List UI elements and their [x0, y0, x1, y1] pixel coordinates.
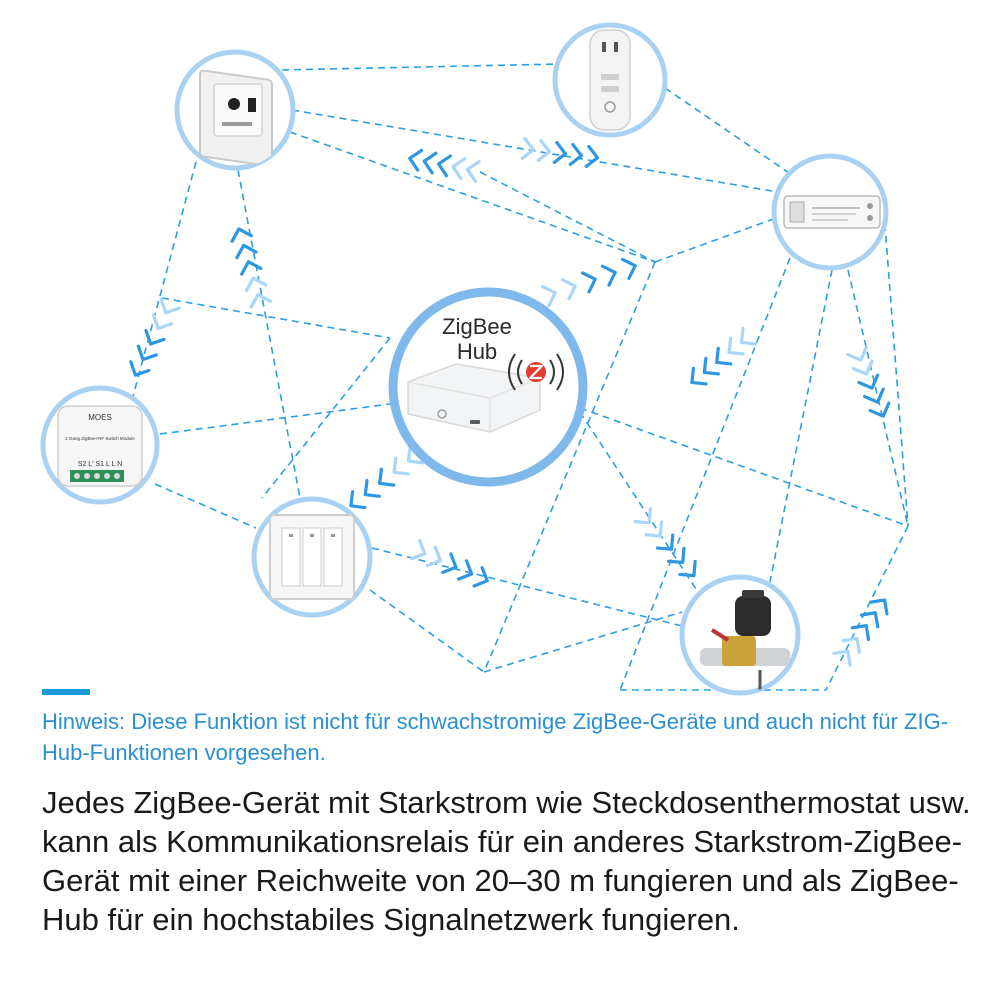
- chevron-arrow: [235, 243, 258, 260]
- chevron-arrow: [230, 227, 253, 243]
- chevron-arrow: [441, 552, 458, 574]
- chevron-arrow: [159, 297, 181, 315]
- wireless-signal-icon: [508, 353, 564, 391]
- chevron-arrow: [644, 520, 664, 538]
- chevron-arrow: [846, 345, 869, 362]
- body-text: Jedes ZigBee-Gerät mit Starkstrom wie St…: [42, 785, 971, 937]
- chevron-arrow: [857, 373, 880, 390]
- module-model-label: 2 Gang ZigBee+RF Switch Module: [65, 436, 135, 441]
- chevron-arrow: [667, 546, 686, 564]
- chevron-arrow: [520, 136, 536, 160]
- chevron-arrow: [422, 151, 438, 175]
- chevron-arrow: [863, 387, 885, 404]
- chevron-arrow: [568, 142, 584, 166]
- chevron-arrow: [144, 328, 166, 346]
- chevron-arrow: [408, 148, 424, 172]
- chevron-arrow: [536, 138, 552, 162]
- chevron-arrow: [552, 140, 568, 164]
- smart-plug-icon: [589, 29, 631, 131]
- chevron-arrow: [584, 144, 600, 168]
- hub-title-line1: ZigBee: [442, 314, 512, 339]
- chevron-arrow: [249, 292, 273, 309]
- light-controller-icon: [783, 195, 881, 229]
- chevron-arrow: [244, 276, 268, 293]
- chevron-arrow: [655, 533, 675, 551]
- module-brand-label: MOES: [88, 413, 112, 422]
- chevron-arrow: [392, 456, 410, 476]
- chevron-arrow: [702, 356, 720, 376]
- thermostat-icon: [199, 69, 273, 167]
- zigbee-hub-node[interactable]: ZigBee Hub: [388, 287, 588, 487]
- chevron-arrow: [410, 538, 427, 561]
- chevron-arrow: [739, 326, 758, 346]
- chevron-arrow: [465, 160, 481, 183]
- chevron-arrow: [868, 401, 891, 418]
- chevron-arrow: [859, 611, 880, 629]
- thermostat-node[interactable]: [174, 49, 296, 171]
- chevron-arrow: [633, 507, 652, 525]
- switch-module-node[interactable]: MOES 2 Gang ZigBee+RF Switch Module S2 L…: [40, 385, 160, 505]
- chevron-arrow: [378, 467, 396, 487]
- chevron-arrow: [406, 445, 425, 465]
- chevron-arrow: [129, 360, 151, 377]
- chevron-arrow: [437, 154, 452, 178]
- note-text: Hinweis: Diese Funktion ist nicht für sc…: [42, 709, 949, 765]
- chevron-arrow: [472, 566, 489, 588]
- chevron-arrow: [451, 157, 467, 181]
- water-valve-node[interactable]: [679, 574, 801, 696]
- zigbee-hub-icon: [407, 363, 541, 433]
- chevron-arrow: [560, 278, 577, 301]
- chevron-arrow: [832, 649, 852, 667]
- chevron-arrow: [851, 359, 874, 376]
- hub-title-line2: Hub: [457, 339, 497, 364]
- chevron-arrow: [349, 490, 367, 510]
- chevron-arrow: [136, 344, 158, 362]
- accent-bar: [42, 689, 90, 695]
- chevron-arrow: [620, 257, 637, 280]
- chevron-arrow: [456, 559, 474, 581]
- chevron-arrow: [690, 366, 708, 386]
- chevron-arrow: [425, 545, 443, 568]
- chevron-arrow: [580, 271, 597, 294]
- zigbee-mesh-diagram: MOES 2 Gang ZigBee+RF Switch Module S2 L…: [40, 22, 909, 696]
- chevron-arrow: [600, 264, 617, 287]
- chevron-arrow: [715, 346, 733, 366]
- wall-switch-icon: [269, 514, 355, 600]
- water-valve-icon: [700, 590, 790, 693]
- chevron-arrow: [240, 260, 263, 276]
- chevron-arrow: [869, 598, 889, 616]
- chevron-arrow: [363, 478, 381, 498]
- chevron-arrow: [678, 559, 697, 578]
- smart-plug-node[interactable]: [552, 22, 668, 138]
- chevron-arrow: [727, 336, 745, 356]
- wall-switch-node[interactable]: [251, 496, 373, 618]
- switch-module-icon: MOES 2 Gang ZigBee+RF Switch Module S2 L…: [57, 405, 143, 487]
- chevron-arrow: [540, 284, 557, 308]
- chevron-arrow: [850, 623, 871, 642]
- chevron-arrow: [841, 636, 861, 654]
- light-controller-node[interactable]: [771, 153, 889, 271]
- chevron-arrow: [151, 313, 174, 330]
- module-terminal-label: S2 L' S1 L L N: [78, 461, 122, 468]
- signal-arrows: [129, 136, 891, 667]
